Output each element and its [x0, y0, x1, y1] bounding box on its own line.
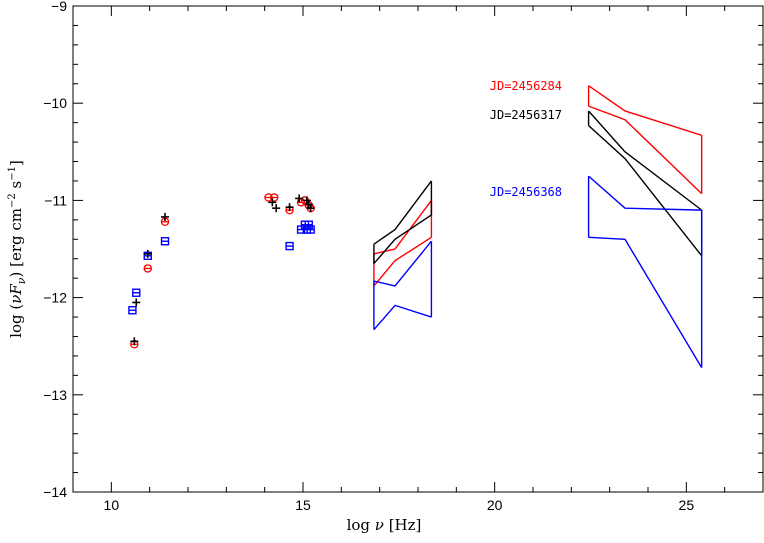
y-tick-label: −11: [44, 192, 67, 208]
y-axis-label: log (νFν) [erg cm−2 s−1]: [7, 160, 28, 338]
x-axis-label: log ν [Hz]: [347, 516, 422, 534]
data-point: [285, 203, 294, 212]
legend-label: JD=2456284: [490, 79, 562, 93]
legend-label: JD=2456368: [490, 185, 562, 199]
x-axis-label-suffix: [Hz]: [384, 516, 421, 534]
y-axis-label-prefix: log (: [7, 304, 25, 338]
data-point: [143, 249, 152, 258]
legend-label: JD=2456317: [490, 108, 562, 122]
bowtie-lower-line: [373, 236, 432, 287]
y-tick-label: −9: [51, 0, 67, 14]
x-axis-label-prefix: log: [347, 516, 375, 534]
bowtie-upper-line: [373, 180, 432, 245]
x-tick-label: 25: [679, 497, 695, 513]
bowtie-upper-line: [373, 199, 432, 255]
x-axis-label-symbol: ν: [375, 516, 384, 534]
bowtie-upper-line: [588, 110, 703, 211]
bowtie-layer: [373, 85, 703, 368]
data-point: [295, 194, 304, 203]
y-axis-label-mid2: s: [7, 181, 25, 193]
y-tick-label: −10: [43, 95, 67, 111]
bowtie-lower-line: [588, 105, 703, 195]
data-point: [130, 337, 139, 346]
bowtie-lower-line: [588, 125, 703, 257]
data-point: [128, 306, 137, 315]
points-layer: [128, 193, 315, 349]
plot-frame: [72, 5, 764, 493]
x-tick-label: 20: [487, 497, 503, 513]
data-point: [132, 288, 141, 297]
data-point: [272, 204, 281, 213]
y-axis-label-symbol: νF: [7, 284, 25, 304]
y-axis-label-suffix: ]: [7, 160, 25, 166]
y-tick-label: −13: [43, 387, 67, 403]
data-point: [268, 198, 277, 207]
data-point: [269, 193, 279, 202]
bowtie-upper-line: [588, 85, 702, 136]
x-tick-label: 15: [295, 497, 311, 513]
y-axis-label-sub: ν: [15, 277, 28, 284]
data-point: [304, 220, 313, 229]
data-point: [285, 241, 294, 251]
bowtie-lower-line: [588, 236, 703, 368]
data-point: [161, 212, 169, 221]
data-point: [160, 237, 170, 246]
data-point: [306, 225, 315, 234]
data-point: [132, 298, 141, 307]
bowtie-upper-line: [588, 175, 702, 211]
data-point: [143, 264, 152, 273]
y-axis-label-mid: ) [erg cm: [7, 208, 25, 278]
y-axis-label-exp2: −1: [7, 166, 18, 181]
y-tick-label: −14: [43, 484, 67, 500]
axis-ticks: 10 15 20 25 −14 −13 −12 −11 −10 −9: [43, 0, 764, 513]
data-point: [306, 204, 315, 213]
x-tick-label: 10: [104, 497, 120, 513]
bowtie-lower-line: [373, 304, 432, 331]
y-tick-label: −12: [43, 290, 67, 306]
bowtie-upper-line: [373, 240, 432, 287]
bowtie-lower-line: [373, 214, 432, 265]
y-axis-label-exp1: −2: [7, 193, 18, 208]
